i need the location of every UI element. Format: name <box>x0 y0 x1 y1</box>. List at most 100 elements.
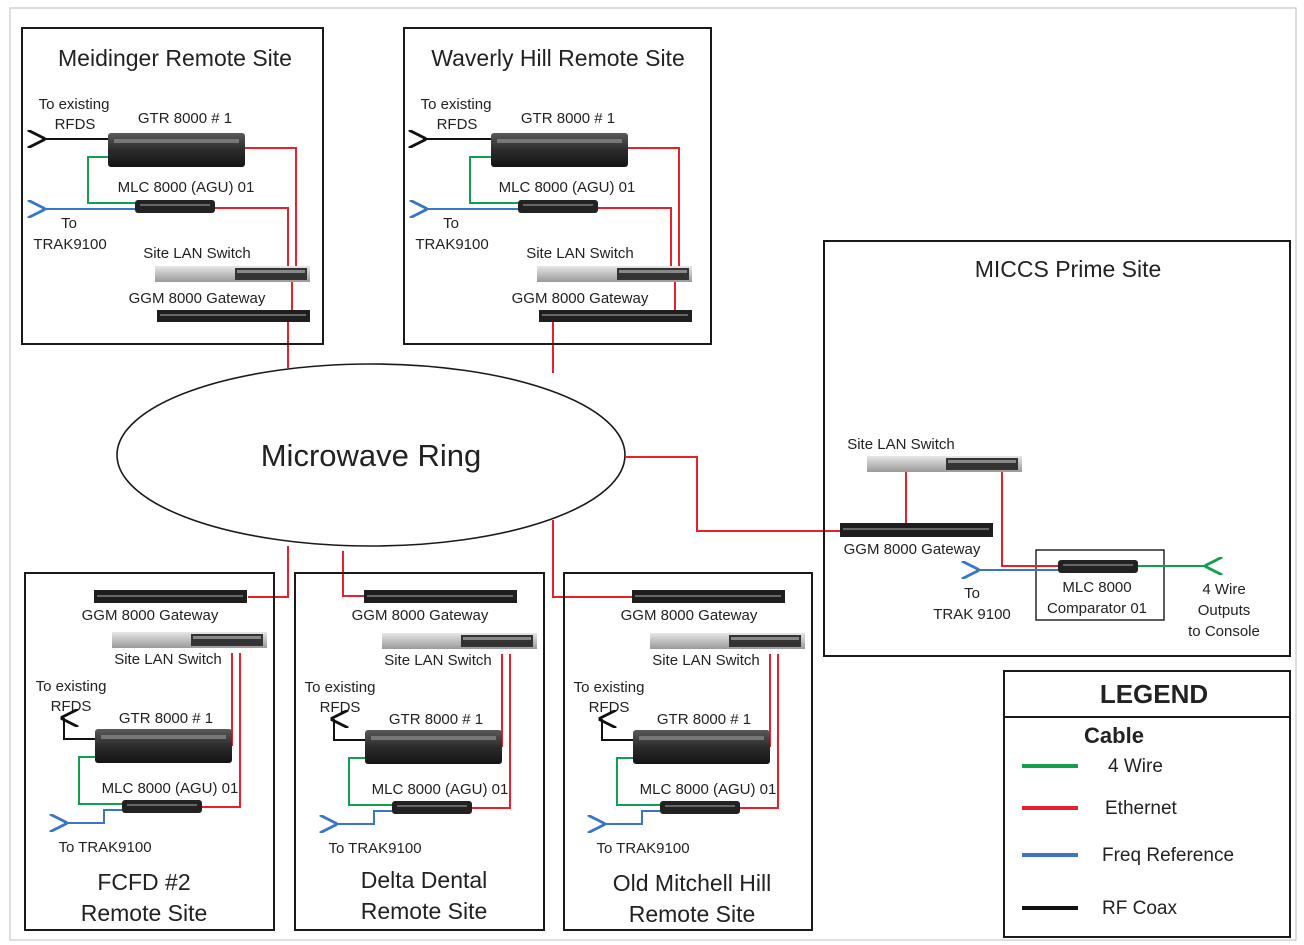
existing-label-1: To existing <box>36 678 107 695</box>
legend-label: 4 Wire <box>1108 756 1163 777</box>
ring-ellipse <box>116 363 626 547</box>
site-box <box>823 240 1291 657</box>
gtr-label: GTR 8000 # 1 <box>521 110 615 127</box>
trak-label-1: To <box>964 585 980 602</box>
existing-label-1: To existing <box>39 96 110 113</box>
four-wire <box>469 156 518 204</box>
eth-mlc <box>740 654 779 809</box>
microwave-ring: Microwave Ring <box>116 363 626 547</box>
legend-item: Ethernet <box>1022 798 1178 819</box>
site-title: MICCS Prime Site <box>975 256 1162 282</box>
ggm-gateway <box>632 590 785 603</box>
trak-label: To TRAK9100 <box>596 840 689 857</box>
ggm-gateway <box>840 523 993 537</box>
eth-mlc <box>598 207 672 268</box>
site-box <box>24 572 275 931</box>
site-waverly: Waverly Hill Remote Site To existing RFD… <box>403 27 712 345</box>
site-title-1: FCFD #2 <box>97 869 190 895</box>
trak-label-2: TRAK9100 <box>415 236 488 253</box>
legend-subtitle: Cable <box>1084 723 1144 748</box>
site-miccs: MICCS Prime Site Site LAN Switch GGM 800… <box>823 240 1291 657</box>
freq-ref <box>602 810 660 824</box>
gtr-label: GTR 8000 # 1 <box>389 711 483 728</box>
gtr-8000 <box>491 133 628 167</box>
site-box <box>294 572 545 931</box>
comparator-box <box>1035 549 1165 621</box>
gtr-8000 <box>95 729 232 763</box>
site-title-1: Old Mitchell Hill <box>613 870 771 896</box>
four-wire <box>87 156 135 204</box>
lan-switch <box>650 633 805 649</box>
mlc-8000-comparator <box>1058 560 1138 573</box>
rf-coax <box>602 719 633 741</box>
site-box <box>21 27 324 345</box>
lan-switch <box>382 633 537 649</box>
ggm-gateway <box>157 310 310 322</box>
ring-label: Microwave Ring <box>261 438 482 473</box>
legend-box <box>1003 670 1291 938</box>
mlc-label-2: Comparator 01 <box>1047 600 1147 617</box>
mlc-label-1: MLC 8000 <box>1062 579 1131 596</box>
mlc-label: MLC 8000 (AGU) 01 <box>102 780 239 797</box>
switch-label: Site LAN Switch <box>847 436 955 453</box>
trak-label-2: TRAK9100 <box>33 236 106 253</box>
ggm-label: GGM 8000 Gateway <box>844 541 981 558</box>
outputs-label-1: 4 Wire <box>1202 581 1245 598</box>
legend-item: RF Coax <box>1022 898 1177 919</box>
eth-gtr <box>245 147 297 268</box>
link-mitchell <box>552 520 632 598</box>
existing-label-1: To existing <box>574 679 645 696</box>
rf-coax <box>334 719 365 741</box>
trak-label: To TRAK9100 <box>58 839 151 856</box>
legend-label: Ethernet <box>1105 798 1178 819</box>
eth-gtr <box>628 147 680 268</box>
legend-item: Freq Reference <box>1022 845 1234 866</box>
site-meidinger: Meidinger Remote Site To existing RFDS G… <box>21 27 324 345</box>
ggm-label: GGM 8000 Gateway <box>129 290 266 307</box>
four-wire <box>348 757 392 806</box>
mlc-label: MLC 8000 (AGU) 01 <box>372 781 509 798</box>
site-fcfd: GGM 8000 Gateway Site LAN Switch To exis… <box>24 572 275 931</box>
gtr-8000 <box>365 730 502 764</box>
legend-item: 4 Wire <box>1022 756 1163 777</box>
outputs-label-2: Outputs <box>1198 602 1251 619</box>
ggm-gateway <box>94 590 247 603</box>
lan-switch <box>155 266 310 282</box>
legend-label: RF Coax <box>1102 898 1177 919</box>
trak-label: To TRAK9100 <box>328 840 421 857</box>
site-title-2: Remote Site <box>81 900 208 926</box>
legend-title: LEGEND <box>1100 679 1208 709</box>
ggm-label: GGM 8000 Gateway <box>352 607 489 624</box>
mlc-label: MLC 8000 (AGU) 01 <box>640 781 777 798</box>
existing-label-1: To existing <box>421 96 492 113</box>
lan-switch <box>112 632 267 648</box>
freq-ref <box>64 809 122 823</box>
existing-label-2: RFDS <box>51 698 92 715</box>
mlc-8000 <box>392 801 472 814</box>
link-miccs <box>625 456 840 532</box>
mlc-label: MLC 8000 (AGU) 01 <box>118 179 255 196</box>
ggm-label: GGM 8000 Gateway <box>621 607 758 624</box>
mlc-8000 <box>518 200 598 213</box>
site-title-2: Remote Site <box>629 901 756 927</box>
link-delta <box>342 551 365 597</box>
site-mitchell: GGM 8000 Gateway Site LAN Switch To exis… <box>563 572 813 931</box>
existing-label-2: RFDS <box>320 699 361 716</box>
switch-label: Site LAN Switch <box>384 652 492 669</box>
lan-switch <box>537 266 692 282</box>
site-title: Meidinger Remote Site <box>58 45 292 71</box>
site-title-1: Delta Dental <box>361 867 488 893</box>
trak-label-1: To <box>61 215 77 232</box>
site-title: Waverly Hill Remote Site <box>431 45 684 71</box>
eth-switch-mlc <box>1001 471 1058 567</box>
switch-label: Site LAN Switch <box>143 245 251 262</box>
gtr-label: GTR 8000 # 1 <box>138 110 232 127</box>
lan-switch <box>867 456 1022 472</box>
mlc-8000 <box>660 801 740 814</box>
mlc-8000 <box>122 800 202 813</box>
gtr-label: GTR 8000 # 1 <box>657 711 751 728</box>
switch-label: Site LAN Switch <box>526 245 634 262</box>
eth-mlc <box>215 207 289 268</box>
eth-mlc <box>472 654 511 809</box>
